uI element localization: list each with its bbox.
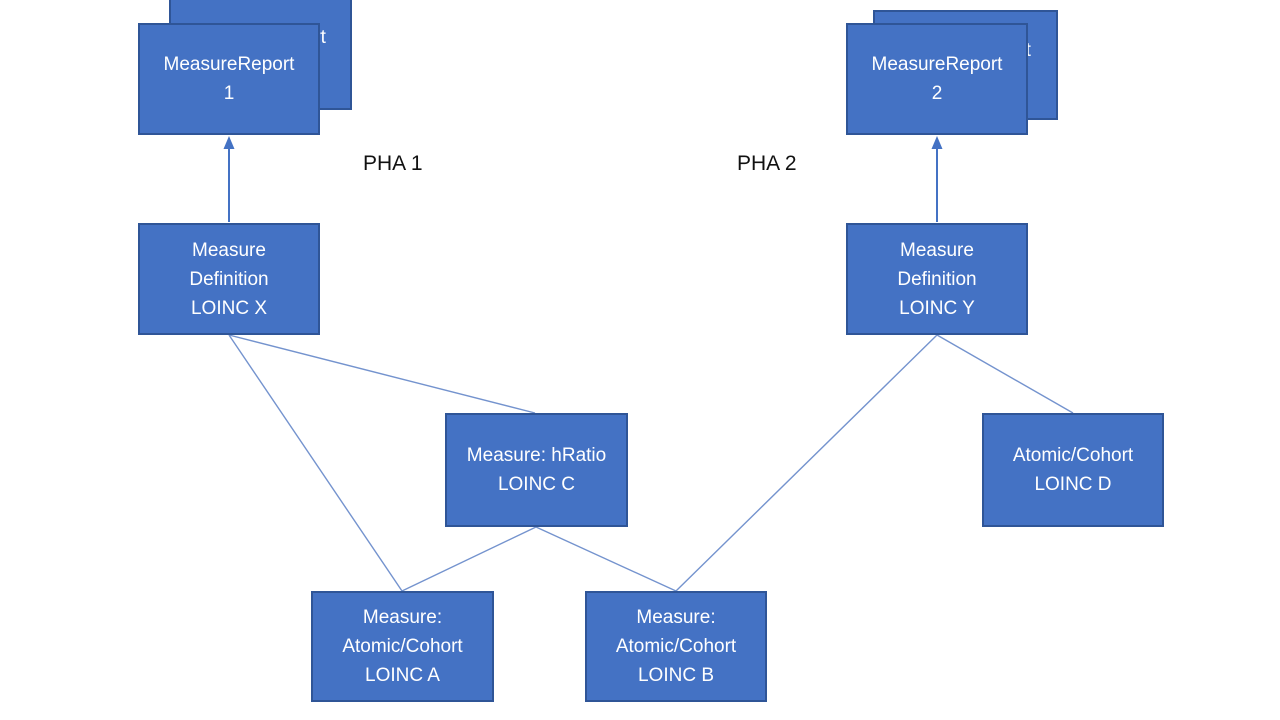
arrow-measure-definition-y-to-report-2	[931, 136, 943, 222]
region-label-pha-2: PHA 2	[737, 152, 797, 175]
node-label-line: 2	[931, 83, 943, 104]
edge-measure-definition-y-to-atomic-d	[936, 334, 1074, 414]
node-label-line: LOINC Y	[899, 297, 975, 319]
node-measure-atomic-cohort-loinc-b: Measure: Atomic/Cohort LOINC B	[585, 591, 767, 702]
edge-hratio-c-to-atomic-b	[535, 526, 677, 592]
edge-measure-definition-y-to-atomic-b	[675, 334, 938, 592]
node-label-line: Definition	[897, 268, 977, 290]
node-measure-definition-loinc-x: Measure Definition LOINC X	[138, 223, 320, 335]
node-label-line: MeasureReport	[871, 54, 1003, 75]
node-measure-definition-loinc-y: Measure Definition LOINC Y	[846, 223, 1028, 335]
node-label-line: LOINC X	[190, 297, 268, 319]
node-atomic-cohort-loinc-d: Atomic/Cohort LOINC D	[982, 413, 1164, 527]
node-label-line: LOINC D	[1034, 474, 1112, 495]
node-measure-hratio-loinc-c: Measure: hRatio LOINC C	[445, 413, 628, 527]
node-label-line: Measure: hRatio	[466, 445, 607, 466]
node-measure-report-2: MeasureReport 2	[846, 23, 1028, 135]
arrowhead-up-icon	[931, 136, 943, 149]
node-label-line: Atomic/Cohort	[342, 636, 463, 657]
node-label-line: MeasureReport	[163, 54, 295, 75]
node-label-line: Atomic/Cohort	[615, 636, 737, 657]
edge-hratio-c-to-atomic-a	[401, 526, 537, 592]
node-label-line: LOINC B	[637, 665, 715, 686]
node-label-line: LOINC C	[497, 474, 576, 495]
node-measure-report-1: MeasureReport 1	[138, 23, 320, 135]
edge-measure-definition-x-to-hratio-c	[228, 334, 536, 414]
region-label-pha-1: PHA 1	[363, 152, 423, 175]
node-label-line: LOINC A	[365, 665, 440, 686]
node-label-line: Atomic/Cohort	[1012, 445, 1134, 466]
node-label-line: Measure	[192, 239, 266, 261]
node-measure-atomic-cohort-loinc-a: Measure: Atomic/Cohort LOINC A	[311, 591, 494, 702]
arrowhead-up-icon	[223, 136, 235, 149]
edge-measure-definition-x-to-atomic-a	[228, 334, 403, 592]
node-label-line: Measure	[900, 239, 974, 261]
node-label-line: Definition	[189, 268, 269, 290]
arrow-measure-definition-x-to-report-1	[223, 136, 235, 222]
node-label-line: Measure:	[362, 607, 443, 628]
node-label-line: Measure:	[636, 607, 716, 628]
node-label-line: 1	[223, 83, 235, 104]
